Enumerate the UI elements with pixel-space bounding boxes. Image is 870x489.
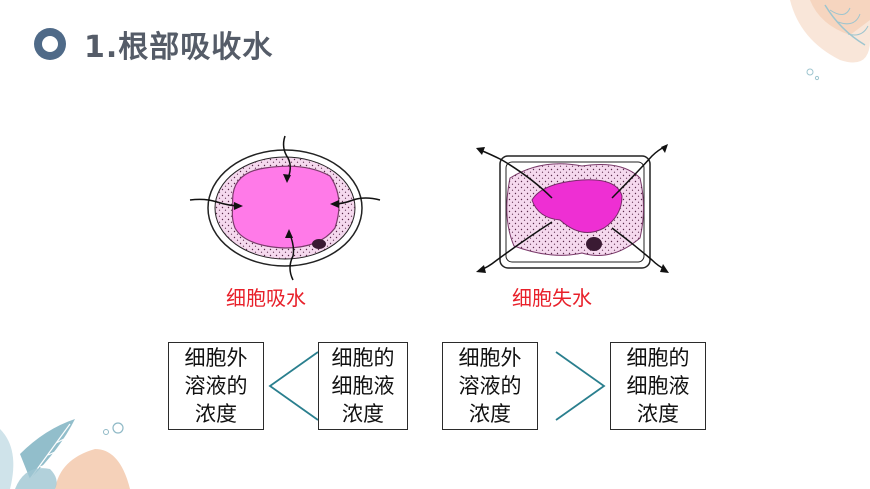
cell-sap-concentration-box: 细胞的 细胞液 浓度 — [318, 342, 408, 430]
cell-sap-concentration-box: 细胞的 细胞液 浓度 — [610, 342, 706, 430]
greater-than-sign-icon — [555, 351, 606, 421]
outside-solution-concentration-box: 细胞外 溶液的 浓度 — [442, 342, 538, 430]
title-bullet-icon — [34, 28, 66, 60]
leaf-decoration-icon — [0, 419, 130, 489]
leaf-decoration-icon — [790, 0, 870, 81]
outside-solution-concentration-box: 细胞外 溶液的 浓度 — [168, 342, 264, 430]
cell-absorbing-diagram — [189, 135, 381, 281]
page-title: 1.根部吸收水 — [84, 30, 274, 65]
less-than-sign-icon — [268, 351, 319, 421]
cell-losing-diagram — [476, 144, 669, 273]
cell-losing-label: 细胞失水 — [512, 286, 592, 310]
bubble-decoration-icon — [103, 422, 124, 435]
cell-absorbing-label: 细胞吸水 — [226, 286, 306, 310]
